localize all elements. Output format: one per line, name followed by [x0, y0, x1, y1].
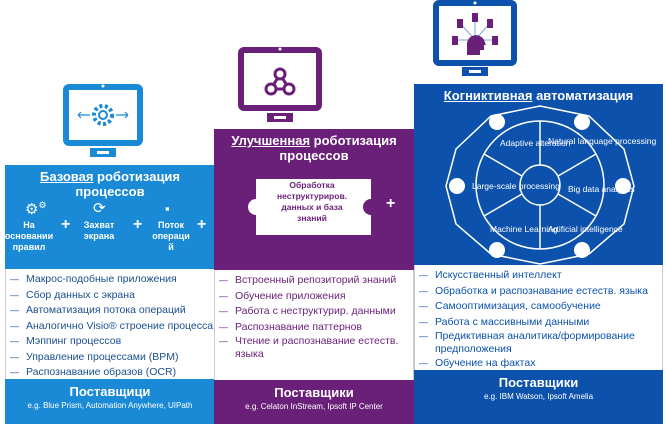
- cognitive-list: Искусственный интеллект Обработка и расп…: [414, 265, 663, 372]
- enhanced-list: Встроенный репозиторий знаний Обучение п…: [214, 270, 414, 380]
- vendors-list: e.g. Celaton InStream, Ipsoft IP Center: [245, 402, 383, 411]
- list-item: Мэппинг процессов: [10, 334, 214, 350]
- vendors-title: Поставщици: [69, 384, 151, 399]
- cognitive-monitor-icon: [433, 0, 517, 76]
- list-item: Работа с неструктурир. данными: [219, 304, 413, 320]
- list-item: Распознавание паттернов: [219, 320, 413, 336]
- enhanced-header: Улучшенная роботизация процессов Обработ…: [214, 129, 414, 270]
- enhanced-vendors: Поставщики e.g. Celaton InStream, Ipsoft…: [214, 380, 414, 424]
- segment-adaptive: Adaptive alteration: [500, 138, 571, 148]
- cognitive-title-underlined: Когниктивная: [443, 88, 533, 103]
- list-item: Распознавание образов (OCR): [10, 365, 214, 381]
- cognitive-octagon-diagram: Adaptive alteration Natural language pro…: [445, 105, 656, 265]
- basic-column: Базовая роботизация процессов ⚙⚙ ⟳ ▪ На …: [5, 165, 215, 424]
- segment-large-scale: Large-scale processing: [472, 181, 560, 191]
- list-item: Чтение и распознавание естеств. языка: [219, 335, 413, 361]
- vendors-title: Поставщики: [274, 385, 354, 400]
- enhanced-monitor-icon: [238, 47, 322, 122]
- vendors-title: Поставщики: [498, 375, 579, 390]
- list-item: Встроенный репозиторий знаний: [219, 273, 413, 289]
- list-item: Самооптимизация, самообучение: [419, 299, 662, 315]
- puzzle-piece-icon: [248, 179, 371, 235]
- enhanced-title-rest: роботизация процессов: [279, 133, 397, 163]
- gears-icon: ⚙⚙: [25, 200, 47, 218]
- plus-icon: +: [61, 216, 71, 233]
- enhanced-title-underlined: Улучшенная: [231, 133, 311, 148]
- feature-screen-capture: Захват экрана: [83, 220, 115, 241]
- refresh-icon: ⟳: [93, 200, 106, 217]
- list-item: Предиктивная аналитика/формирование пред…: [419, 330, 662, 356]
- plus-icon: +: [133, 216, 143, 233]
- basic-title-underlined: Базовая: [39, 169, 94, 184]
- list-item: Обучение приложения: [219, 289, 413, 305]
- cognitive-column: Когниктивная автоматизация Adaptive alte…: [414, 84, 663, 424]
- list-item: Автоматизация потока операций: [10, 303, 214, 319]
- list-item: Обучение на фактах: [419, 356, 662, 372]
- basic-header: Базовая роботизация процессов ⚙⚙ ⟳ ▪ На …: [5, 165, 215, 269]
- plus-icon: +: [197, 216, 207, 233]
- basic-title: Базовая роботизация процессов: [5, 165, 215, 199]
- cognitive-header: Когниктивная автоматизация Adaptive alte…: [414, 84, 663, 265]
- vendors-list: e.g. Blue Prism, Automation Anywhere, UI…: [27, 401, 193, 410]
- list-item: Аналогично Visio® строение процесса: [10, 319, 214, 335]
- segment-ml: Machine Learning: [490, 224, 558, 234]
- list-item: Макрос-подобные приложения: [10, 272, 214, 288]
- list-item: Работа с массивными данными: [419, 315, 662, 331]
- basic-vendors: Поставщици e.g. Blue Prism, Automation A…: [5, 379, 215, 424]
- segment-nlp: Natural language processing: [548, 136, 656, 146]
- basic-title-rest: роботизация процессов: [75, 169, 181, 199]
- list-item: Искусственный интеллект: [419, 268, 662, 284]
- basic-monitor-icon: [63, 84, 143, 157]
- enhanced-column: Улучшенная роботизация процессов Обработ…: [214, 129, 414, 424]
- segment-ai: Artificial intelligence: [548, 224, 623, 234]
- basic-list: Макрос-подобные приложения Сбор данных с…: [5, 269, 215, 381]
- segment-big-data: Big data analytics: [568, 184, 635, 194]
- plus-icon: +: [386, 195, 396, 212]
- flowchart-icon: ▪: [165, 201, 170, 216]
- vendors-list: e.g. IBM Watson, Ipsoft Amelia: [483, 392, 594, 401]
- puzzle-text: Обработка неструктуриров. данных и база …: [276, 180, 348, 223]
- enhanced-title: Улучшенная роботизация процессов: [214, 129, 414, 163]
- cognitive-title-rest: автоматизация: [532, 88, 634, 103]
- list-item: Сбор данных с экрана: [10, 288, 214, 304]
- feature-rules: На основании правил: [4, 220, 54, 252]
- cognitive-title: Когниктивная автоматизация: [414, 84, 663, 103]
- list-item: Обработка и распознавание естеств. языка: [419, 284, 662, 300]
- list-item: Управление процессами (BPM): [10, 350, 214, 366]
- cognitive-vendors: Поставщики e.g. IBM Watson, Ipsoft Ameli…: [414, 370, 663, 424]
- feature-workflow: Поток операци й: [152, 220, 190, 252]
